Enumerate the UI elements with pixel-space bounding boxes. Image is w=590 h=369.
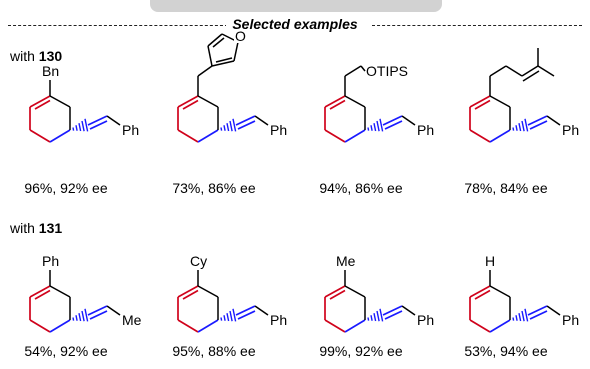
substituent-label: H — [485, 253, 495, 269]
structure-1-4: Ph — [469, 48, 579, 143]
tail-label: Ph — [270, 122, 287, 138]
tail-label: Ph — [417, 312, 434, 328]
tail-label: Ph — [562, 312, 579, 328]
result-2-4: 53%, 94% ee — [464, 343, 548, 359]
tail-label: Ph — [122, 122, 139, 138]
tail-label: Me — [122, 312, 142, 328]
structure-1-2: O Ph — [177, 28, 287, 143]
structure-2-1: Ph Me — [29, 253, 142, 333]
tail-label: Ph — [270, 312, 287, 328]
header-divider-left — [8, 25, 228, 26]
substituent-label: OTIPS — [366, 63, 408, 79]
result-1-1: 96%, 92% ee — [24, 180, 108, 196]
tail-label: Ph — [417, 122, 434, 138]
result-1-3: 94%, 86% ee — [319, 180, 403, 196]
result-1-4: 78%, 84% ee — [464, 180, 548, 196]
result-2-2: 95%, 88% ee — [172, 343, 256, 359]
structure-1-1: Bn Ph — [29, 63, 139, 143]
substituent-label: Cy — [190, 253, 207, 269]
result-2-1: 54%, 92% ee — [24, 343, 108, 359]
group-label-131: with 131 — [10, 220, 63, 236]
group-label-130: with 130 — [10, 48, 63, 64]
structure-2-2: Cy Ph — [177, 253, 287, 333]
heteroatom-label: O — [235, 28, 246, 44]
substituent-label: Bn — [42, 63, 59, 79]
tail-label: Ph — [562, 122, 579, 138]
header-divider-right — [372, 25, 582, 26]
result-2-3: 99%, 92% ee — [319, 343, 403, 359]
section-header: Selected examples — [0, 16, 590, 32]
result-1-2: 73%, 86% ee — [172, 180, 256, 196]
substituent-label: Ph — [42, 253, 59, 269]
furan-ring — [207, 33, 239, 67]
structure-1-3: OTIPS Ph — [324, 63, 434, 143]
substituent-label: Me — [336, 253, 356, 269]
structure-2-3: Me Ph — [324, 253, 434, 333]
top-tab-bar — [150, 0, 442, 12]
structure-2-4: H Ph — [469, 253, 579, 333]
